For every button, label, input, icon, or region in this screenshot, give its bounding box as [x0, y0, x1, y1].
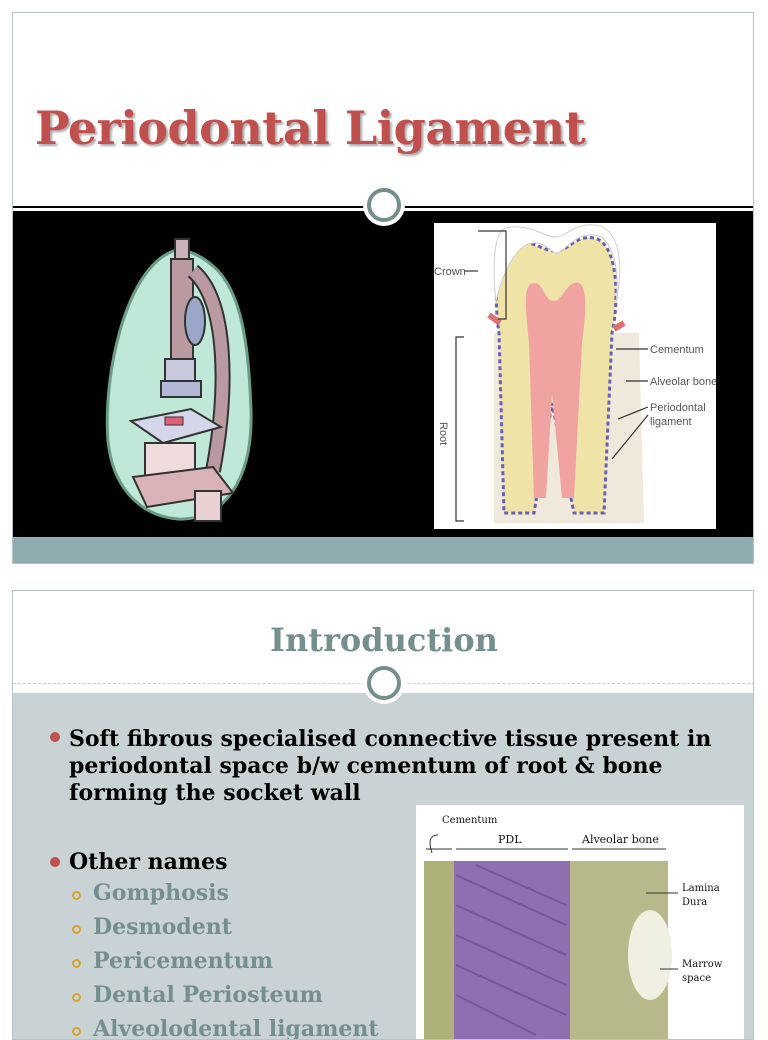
introduction-slide: Introduction Soft fibrous specialised co…: [12, 590, 754, 1040]
other-name-item: Alveolodental ligament: [93, 1016, 379, 1040]
pdl-label: PDL: [498, 833, 522, 846]
divider-circle-icon: [367, 188, 401, 222]
bullet-icon: [50, 857, 60, 867]
pdl-label-line1: Periodontal: [650, 402, 706, 414]
tooth-diagram: Crown Root Cementum Alveolar bone Period…: [434, 223, 717, 529]
sub-bullet-icon: [72, 993, 81, 1002]
marrow-space-label-line2: space: [682, 973, 711, 984]
bullet-icon: [50, 732, 60, 742]
microscope-illustration: [105, 238, 253, 522]
marrow-space-label-line1: Marrow: [682, 959, 723, 970]
sub-bullet-icon: [72, 891, 81, 900]
histology-figure: Cementum PDL Alveolar bone Lamina Dura M…: [416, 805, 744, 1039]
sub-bullet-icon: [72, 925, 81, 934]
sub-bullet-icon: [72, 959, 81, 968]
slide-title: Introduction: [270, 621, 498, 659]
other-name-item: Pericementum: [93, 948, 273, 974]
alveolar-bone-label: Alveolar bone: [650, 376, 716, 388]
pdl-label-line2: ligament: [650, 416, 692, 428]
lamina-dura-label-line1: Lamina: [682, 883, 720, 894]
lamina-dura-label-line2: Dura: [682, 897, 707, 908]
crown-label: Crown: [434, 266, 466, 278]
pdl-histology-image: Cementum PDL Alveolar bone Lamina Dura M…: [424, 815, 744, 1039]
sub-bullet-icon: [72, 1027, 81, 1036]
root-label: Root: [437, 422, 449, 445]
other-name-item: Dental Periosteum: [93, 982, 323, 1008]
bullet-definition: Soft fibrous specialised connective tiss…: [69, 726, 712, 806]
cementum-label: Cementum: [650, 344, 704, 356]
divider-circle-icon: [367, 666, 401, 700]
other-name-item: Gomphosis: [93, 880, 229, 906]
bullet-other-names: Other names: [69, 849, 228, 875]
other-name-item: Desmodent: [93, 914, 232, 940]
footer-band: [13, 537, 753, 563]
alveolar-bone-label: Alveolar bone: [581, 833, 659, 846]
slide-title: Periodontal Ligament: [35, 101, 586, 155]
tooth-anatomy-figure: Crown Root Cementum Alveolar bone Period…: [434, 224, 717, 523]
title-slide: Periodontal Ligament: [12, 12, 754, 564]
cementum-label: Cementum: [442, 815, 498, 826]
